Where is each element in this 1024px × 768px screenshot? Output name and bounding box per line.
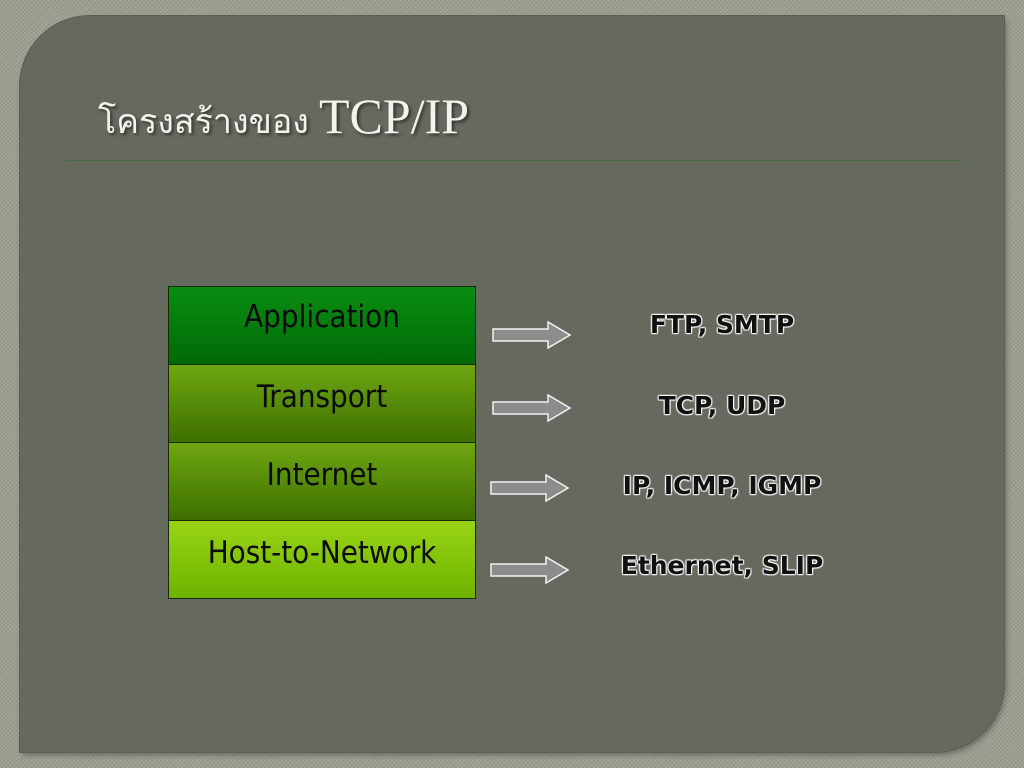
layer-internet-label: Internet bbox=[266, 457, 378, 493]
title-divider bbox=[66, 160, 962, 161]
layer-host-to-network: Host-to-Network bbox=[168, 520, 476, 599]
protocols-host-to-network: Ethernet, SLIP bbox=[620, 551, 824, 580]
right-arrow-icon bbox=[492, 321, 572, 349]
protocols-transport: TCP, UDP bbox=[658, 391, 786, 420]
layer-transport: Transport bbox=[168, 364, 476, 443]
layer-stack: Application Transport Internet Host-to-N… bbox=[168, 286, 478, 599]
slide-title: โครงสร้างของ TCP/IP bbox=[98, 76, 958, 156]
protocols-internet: IP, ICMP, IGMP bbox=[622, 471, 822, 500]
layer-internet: Internet bbox=[168, 442, 476, 521]
title-latin-text: TCP/IP bbox=[319, 88, 470, 144]
layer-transport-label: Transport bbox=[256, 379, 388, 415]
right-arrow-icon bbox=[490, 556, 570, 584]
right-arrow-icon bbox=[492, 394, 572, 422]
slide-panel: โครงสร้างของ TCP/IP Application Transpor… bbox=[20, 16, 1004, 752]
layer-application: Application bbox=[168, 286, 476, 365]
title-thai-text: โครงสร้างของ bbox=[98, 102, 309, 142]
layer-host-to-network-label: Host-to-Network bbox=[207, 535, 437, 571]
protocols-application: FTP, SMTP bbox=[649, 310, 795, 339]
layer-application-label: Application bbox=[244, 299, 400, 335]
right-arrow-icon bbox=[490, 474, 570, 502]
